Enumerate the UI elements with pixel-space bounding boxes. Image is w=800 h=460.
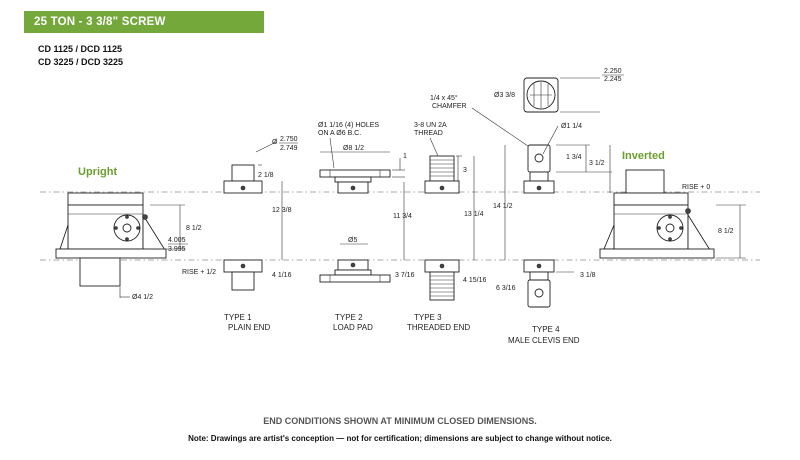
type2-number: TYPE 2	[335, 313, 363, 322]
t1-low-dim: 4 1/16	[272, 272, 292, 279]
base-height-dim: 8 1/2	[186, 225, 202, 232]
thread-dim-line2: THREAD	[414, 130, 443, 137]
upright-actuator	[55, 192, 167, 287]
plain-dia-max: 2.750	[280, 136, 298, 143]
type4-name: MALE CLEVIS END	[508, 336, 580, 345]
type3-threaded-bottom	[424, 259, 460, 301]
holes-dim-line1: Ø1 1/16 (4) HOLES	[318, 122, 379, 129]
clevis-w-max: 2.250	[604, 68, 622, 75]
t1-overall-dim: 12 3/8	[272, 207, 292, 214]
rise-upright-dim: RISE + 1/2	[182, 269, 216, 276]
type4-clevis-top	[523, 144, 555, 194]
title-text: 25 TON - 3 3/8" SCREW	[34, 16, 166, 28]
inverted-base-dim: 8 1/2	[718, 228, 734, 235]
model-line-1: CD 1125 / DCD 1125	[38, 44, 123, 54]
inverted-actuator	[599, 169, 715, 259]
type2-load-pad-bottom	[319, 259, 391, 283]
upright-label: Upright	[78, 166, 117, 178]
footer-main-text: END CONDITIONS SHOWN AT MINIMUM CLOSED D…	[263, 416, 537, 426]
t4-low-dim: 6 3/16	[496, 285, 516, 292]
clevis-od-dim: Ø3 3/8	[494, 92, 515, 99]
type3-threaded-top	[424, 155, 460, 194]
t3-overall-dim: 13 1/4	[464, 211, 484, 218]
base-dim-max: 4.005	[168, 237, 186, 244]
type3-name: THREADED END	[407, 323, 470, 332]
t2-bore-dim: Ø5	[348, 237, 357, 244]
t2-overall-dim: 11 3/4	[393, 213, 412, 220]
t4-overall-dim: 14 1/2	[493, 203, 513, 210]
holes-dim-line2: ON A Ø6 B.C.	[318, 130, 361, 137]
clevis-end-view	[523, 77, 559, 113]
type1-plain-end-top	[223, 164, 263, 194]
type2-name: LOAD PAD	[333, 323, 373, 332]
t3-low-dim: 4 15/16	[463, 277, 486, 284]
clevis-pin-dim: Ø1 1/4	[561, 123, 582, 130]
tube-dia-dim: Ø4 1/2	[132, 294, 153, 301]
clevis-w-min: 2.245	[604, 76, 622, 83]
type1-plain-end-bottom	[223, 259, 263, 291]
plain-dia-min: 2.749	[280, 145, 298, 152]
base-dim-min: 3.995	[168, 246, 186, 253]
chamfer-dim-line1: 1/4 x 45°	[430, 94, 458, 102]
type1-number: TYPE 1	[224, 313, 252, 322]
type4-clevis-bottom	[523, 259, 555, 308]
type4-number: TYPE 4	[532, 325, 560, 334]
title-banner: 25 TON - 3 3/8" SCREW	[24, 11, 264, 33]
plain-len-dim: 2 1/8	[258, 172, 274, 179]
clevis-a-dim: 1 3/4	[566, 154, 582, 161]
plain-dia-symbol: Ø	[272, 139, 278, 146]
clevis-b-dim: 3 1/2	[589, 160, 605, 167]
type1-name: PLAIN END	[228, 323, 270, 332]
type3-number: TYPE 3	[414, 313, 442, 322]
inverted-label: Inverted	[622, 150, 665, 162]
chamfer-dim-line2: CHAMFER	[432, 103, 467, 110]
pad-thk-dim: 1	[403, 153, 407, 160]
model-line-2: CD 3225 / DCD 3225	[38, 57, 124, 67]
t2-low-dim: 3 7/16	[395, 272, 415, 279]
thread-dim-line1: 3-8 UN 2A	[414, 122, 447, 129]
t4-right-dim: 3 1/8	[580, 272, 596, 279]
type2-load-pad-top	[319, 169, 391, 194]
thread-len-dim: 3	[463, 167, 467, 174]
rise-inverted-dim: RISE + 0	[682, 184, 710, 191]
footer-note-text: Note: Drawings are artist's conception —…	[188, 434, 612, 443]
pad-dia-dim: Ø8 1/2	[343, 145, 364, 152]
